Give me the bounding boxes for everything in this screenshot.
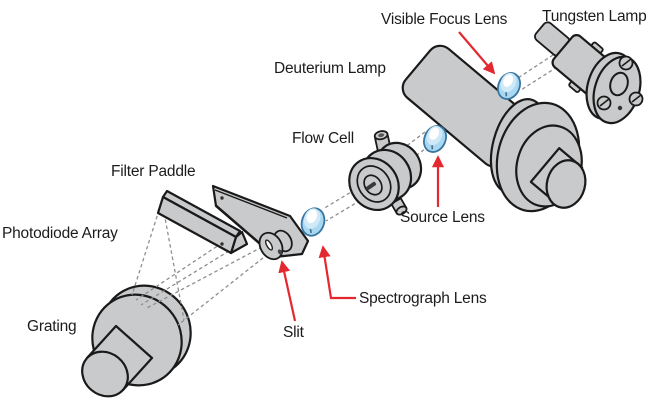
label-source-lens: Source Lens — [400, 209, 485, 226]
label-grating: Grating — [27, 318, 77, 335]
label-filter-paddle: Filter Paddle — [111, 163, 196, 180]
slit-aperture — [264, 239, 274, 251]
grating-graphic — [81, 284, 192, 398]
label-visible-focus-lens: Visible Focus Lens — [381, 11, 508, 28]
photodiode-array-graphic — [156, 189, 249, 255]
red-arrows — [278, 31, 496, 322]
source-lens-graphic — [423, 125, 447, 153]
deuterium-lamp-graphic — [401, 44, 587, 213]
arrow-spectrograph-lens — [318, 245, 356, 300]
flow-cell-graphic — [348, 130, 423, 216]
arrow-slit — [278, 260, 297, 322]
flange-screws — [596, 55, 644, 111]
slit-graphic — [258, 229, 293, 261]
arrow-visible-focus-lens — [458, 31, 496, 75]
label-deuterium-lamp: Deuterium Lamp — [274, 60, 386, 77]
paddle-hole — [220, 196, 224, 200]
slit-pin — [277, 249, 283, 255]
label-flow-cell: Flow Cell — [292, 130, 354, 147]
label-spectrograph-lens: Spectrograph Lens — [359, 290, 487, 307]
spectrograph-lens-graphic — [300, 207, 326, 237]
label-photodiode-array: Photodiode Array — [2, 225, 118, 242]
pda-mounting-hole — [220, 242, 224, 246]
label-slit: Slit — [283, 324, 304, 341]
tungsten-lamp-graphic — [534, 21, 644, 125]
lamp-center-hole — [609, 71, 629, 97]
visible-focus-lens-graphic — [497, 72, 521, 100]
flow-cell-aperture — [365, 181, 377, 191]
label-tungsten-lamp: Tungsten Lamp — [542, 8, 647, 25]
